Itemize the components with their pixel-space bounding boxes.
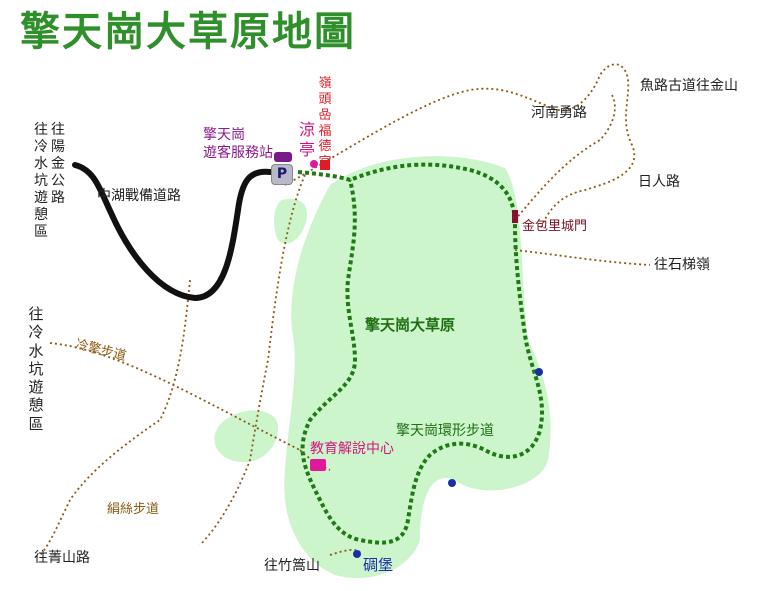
parking-sign: P xyxy=(271,164,293,185)
char: 頭 xyxy=(318,91,332,107)
footpath-shitiling xyxy=(514,249,651,266)
pavilion-marker xyxy=(310,160,318,168)
char: 往 xyxy=(28,305,44,323)
education-center-marker xyxy=(310,459,326,471)
visitor-center-marker xyxy=(274,152,292,162)
label-blockhouse: 碉堡 xyxy=(363,556,394,574)
char: 遊 xyxy=(34,190,48,207)
label-fish-road: 魚路古道往金山 xyxy=(640,78,738,94)
char: 遊 xyxy=(28,378,44,397)
char: 德 xyxy=(318,139,332,155)
label-pavilion: 涼 亭 xyxy=(298,120,316,159)
char: 憩 xyxy=(34,207,48,224)
label-loop-trail: 擎天崗環形步道 xyxy=(396,423,494,439)
label-visitor-center-b: 遊客服務站 xyxy=(203,145,273,161)
label-to-jingshan: 往菁山路 xyxy=(34,550,90,566)
label-juansi-trail: 絹絲步道 xyxy=(107,502,160,517)
char: 宮 xyxy=(318,155,332,171)
label-to-lengshuikeng-left: 往 冷 水 坑 遊 憩 區 xyxy=(28,305,44,433)
label-to-lengshuikeng-top: 往 冷 水 坑 遊 憩 區 xyxy=(33,122,49,242)
blue-dot-marker xyxy=(448,479,456,487)
blue-dot-marker xyxy=(535,368,543,376)
char: 亭 xyxy=(298,139,315,159)
grassland-patch xyxy=(274,198,308,244)
char: 公 xyxy=(51,173,65,190)
city-gate-marker xyxy=(512,210,518,223)
loop-trail-line xyxy=(297,162,545,545)
char: 往 xyxy=(34,122,48,138)
zhonghu-road-line xyxy=(72,162,273,301)
label-grassland: 擎天崗大草原 xyxy=(365,316,456,334)
char: 憩 xyxy=(28,396,44,415)
temple-marker xyxy=(320,160,330,170)
char: 金 xyxy=(51,156,65,173)
char: 涼 xyxy=(298,120,315,139)
char: 陽 xyxy=(51,139,65,156)
char: 區 xyxy=(34,224,48,241)
char: 冷 xyxy=(28,323,44,342)
map-title: 擎天崗大草原地圖 xyxy=(20,9,356,55)
char: 冷 xyxy=(34,139,48,156)
label-temple: 嶺 頭 喦 福 德 宮 xyxy=(317,76,333,171)
footpath-lengqing xyxy=(49,342,301,451)
grassland-area xyxy=(284,156,551,579)
char: 區 xyxy=(28,414,44,433)
label-to-shitiling: 往石梯嶺 xyxy=(654,257,710,273)
footpath-fish-road xyxy=(514,94,616,221)
char: 路 xyxy=(51,190,65,207)
footpath-east-road xyxy=(284,63,636,231)
char: 水 xyxy=(34,156,48,173)
blockhouse-marker xyxy=(353,550,361,558)
char: 坑 xyxy=(34,173,48,190)
label-to-zhuxiangshan: 往竹篙山 xyxy=(264,558,320,574)
label-visitor-center-a: 擎天崗 xyxy=(203,127,245,143)
char: 喦 xyxy=(318,107,332,123)
label-education-center: 教育解說中心 xyxy=(310,441,394,457)
char: 福 xyxy=(318,123,332,139)
char: 往 xyxy=(51,122,65,138)
footpath-jingshan xyxy=(39,279,191,556)
char: 嶺 xyxy=(318,76,332,91)
label-henan-yong-road: 河南勇路 xyxy=(531,105,587,121)
label-jinbaoli-gate: 金包里城門 xyxy=(522,219,588,234)
grassland-patch xyxy=(214,410,279,463)
footpath-juansi xyxy=(199,174,306,546)
char: 水 xyxy=(28,341,44,360)
label-zhonghu-road: 中湖戰備道路 xyxy=(97,188,181,204)
char: 坑 xyxy=(28,359,44,378)
label-riren-road: 日人路 xyxy=(638,174,680,190)
